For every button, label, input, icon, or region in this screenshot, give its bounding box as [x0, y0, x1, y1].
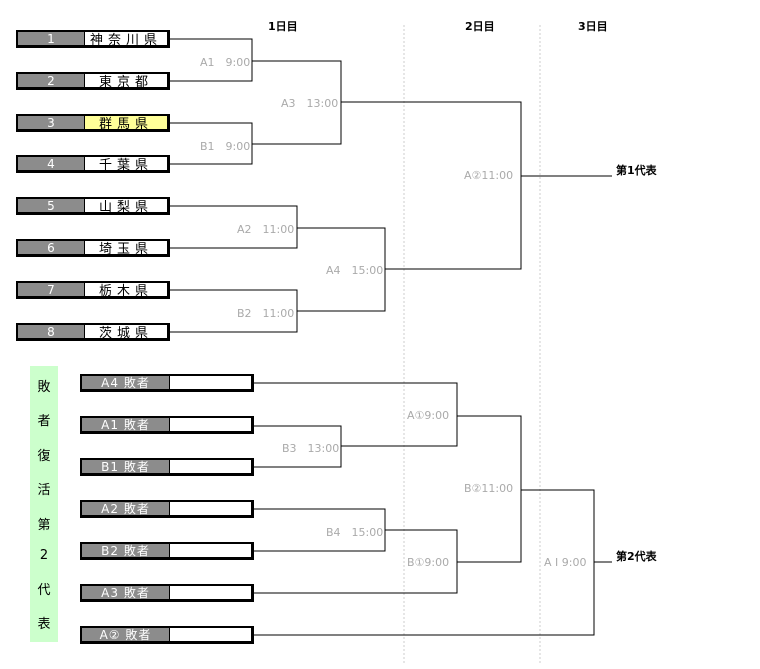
- repechage-title-char: 2: [39, 548, 49, 564]
- loser-name-slot: [170, 418, 251, 431]
- match-label-a1: A1 9:00: [200, 56, 251, 69]
- match-label-b2: B2 11:00: [237, 307, 295, 320]
- match-label-b3: B3 13:00: [282, 442, 340, 455]
- match-b2nd-line: [457, 415, 522, 563]
- match-label-a2: A2 11:00: [237, 223, 295, 236]
- match-a2-line: [170, 205, 298, 249]
- loser-box: A② 敗者: [80, 626, 254, 644]
- team-number: 6: [18, 241, 85, 255]
- team-box: 8 茨城県: [16, 323, 170, 341]
- match-label-b2nd: B②11:00: [464, 482, 514, 495]
- loser-name-slot: [170, 628, 251, 641]
- loser-label: A3 敗者: [82, 586, 170, 600]
- team-name: 茨城県: [98, 326, 153, 341]
- team-name: 埼玉県: [98, 242, 153, 257]
- match-a1st-line: [254, 382, 458, 447]
- team-name-highlighted: 群馬県: [85, 116, 167, 132]
- match-label-a1st: A①9:00: [407, 409, 450, 422]
- team-name: 神奈川県: [89, 33, 162, 48]
- match-label-b4: B4 15:00: [326, 526, 384, 539]
- loser-box: A2 敗者: [80, 500, 254, 518]
- repechage-title-char: 代: [37, 582, 51, 598]
- repechage-title: 敗 者 復 活 第 2 代 表: [30, 366, 58, 642]
- match-label-a4: A4 15:00: [326, 264, 384, 277]
- repechage-title-char: 者: [37, 414, 51, 430]
- team-box: 7 栃木県: [16, 281, 170, 299]
- team-box: 1 神奈川県: [16, 30, 170, 48]
- loser-label: A1 敗者: [82, 418, 170, 432]
- team-name: 山梨県: [98, 200, 153, 215]
- team-box: 6 埼玉県: [16, 239, 170, 257]
- repechage-title-char: 第: [37, 517, 51, 533]
- loser-name-slot: [170, 460, 251, 473]
- match-label-ai: A I 9:00: [544, 556, 587, 569]
- representative-1-label: 第1代表: [616, 164, 657, 177]
- loser-name-slot: [170, 544, 251, 557]
- loser-name-slot: [170, 502, 251, 515]
- day-1-header: 1日目: [268, 20, 298, 33]
- match-b3-line: [254, 425, 342, 468]
- team-name: 東京都: [98, 75, 153, 90]
- loser-box: A4 敗者: [80, 374, 254, 392]
- team-number: 1: [18, 32, 85, 46]
- match-label-a3: A3 13:00: [281, 97, 339, 110]
- loser-box: A3 敗者: [80, 584, 254, 602]
- loser-label: A4 敗者: [82, 376, 170, 390]
- repechage-title-char: 表: [37, 617, 51, 633]
- loser-label: A② 敗者: [82, 628, 170, 642]
- team-number: 7: [18, 283, 85, 297]
- day-2-header: 2日目: [465, 20, 495, 33]
- match-label-a2nd: A②11:00: [464, 169, 514, 182]
- team-number: 2: [18, 74, 85, 88]
- team-box: 5 山梨県: [16, 197, 170, 215]
- match-a2nd-line: [341, 101, 522, 270]
- team-number: 5: [18, 199, 85, 213]
- loser-box: B1 敗者: [80, 458, 254, 476]
- loser-label: B2 敗者: [82, 544, 170, 558]
- match-label-b1st: B①9:00: [407, 556, 450, 569]
- team-box: 3 群馬県: [16, 114, 170, 132]
- loser-name-slot: [170, 376, 251, 389]
- loser-label: B1 敗者: [82, 460, 170, 474]
- team-number: 3: [18, 116, 85, 130]
- team-name: 栃木県: [98, 284, 153, 299]
- loser-box: B2 敗者: [80, 542, 254, 560]
- team-box: 4 千葉県: [16, 155, 170, 173]
- match-label-b1: B1 9:00: [200, 140, 251, 153]
- repechage-title-char: 敗: [37, 379, 51, 395]
- team-number: 8: [18, 325, 85, 339]
- repechage-title-char: 復: [37, 448, 51, 464]
- match-a1-line: [170, 38, 253, 82]
- loser-name-slot: [170, 586, 251, 599]
- day-3-header: 3日目: [578, 20, 608, 33]
- team-name: 千葉県: [98, 158, 153, 173]
- team-box: 2 東京都: [16, 72, 170, 90]
- loser-label: A2 敗者: [82, 502, 170, 516]
- representative-2-label: 第2代表: [616, 550, 657, 563]
- loser-box: A1 敗者: [80, 416, 254, 434]
- team-number: 4: [18, 157, 85, 171]
- repechage-title-char: 活: [37, 483, 51, 499]
